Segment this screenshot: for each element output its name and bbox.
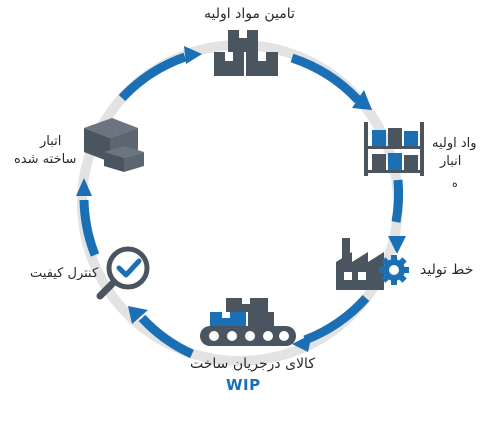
warehouse-shelf-icon — [364, 122, 424, 176]
label-qc: کنترل کیفیت — [30, 266, 99, 281]
magnifier-check-icon — [96, 246, 150, 300]
arrow-supply-to-storage — [290, 53, 362, 104]
arrow-wip-to-qc — [138, 314, 194, 359]
label-finished-line1: اتبار — [40, 134, 62, 149]
label-supply: تامین مواد اولیه — [204, 6, 295, 22]
arrowhead-production — [388, 236, 406, 254]
arrow-finished-to-supply — [118, 52, 187, 102]
label-storage-line2: انبار — [440, 154, 462, 169]
label-wip: کالای درجریان ساخت — [190, 356, 315, 372]
label-finished-line2: ساخته شده — [14, 152, 77, 167]
label-production: خط تولید — [420, 262, 474, 278]
label-wip-abbr: WIP — [226, 376, 261, 394]
label-storage-line3: ه — [452, 177, 458, 190]
boxes-icon — [214, 30, 278, 76]
conveyor-boxes-icon — [200, 298, 296, 346]
arrow-storage-to-production — [391, 179, 404, 223]
arrowhead-finished — [76, 178, 92, 196]
arrowhead-wip — [292, 334, 312, 352]
label-storage-line1: واد اولیه — [432, 136, 477, 151]
arrowhead-storage — [352, 90, 372, 110]
stacked-boxes-icon — [84, 118, 144, 172]
arrowhead-supply — [184, 46, 202, 64]
factory-gear-icon — [336, 238, 409, 290]
arrowhead-qc — [128, 306, 148, 324]
arrow-qc-to-finished — [79, 199, 100, 257]
